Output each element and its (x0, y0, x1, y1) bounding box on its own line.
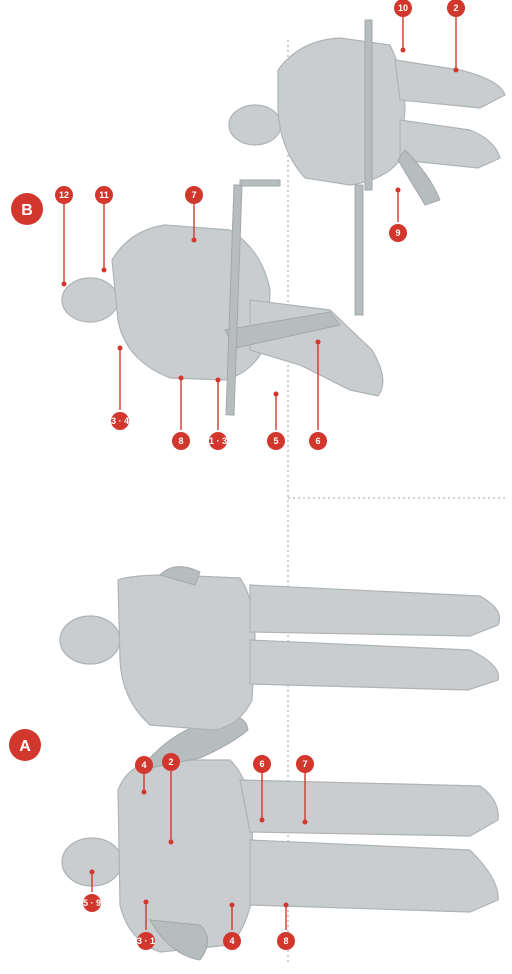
callout-label: 10 (398, 3, 408, 13)
callout-label: 8 (283, 936, 288, 946)
callout-b-9: 9 (389, 188, 407, 243)
figure-b-main (62, 180, 383, 415)
callout-label: 1 · 3 (209, 436, 227, 446)
callout-label: 2 (168, 757, 173, 767)
callout-label: 9 (395, 228, 400, 238)
figure-a-back (60, 567, 500, 730)
callout-label: 6 (259, 759, 264, 769)
callout-label: 7 (191, 190, 196, 200)
callout-b-1-3: 1 · 3 (209, 378, 227, 451)
callout-label: 5 · 9 (83, 898, 101, 908)
group-badge-a: A (9, 729, 41, 761)
callout-b-10: 10 (394, 0, 412, 53)
callout-b-5: 5 (267, 392, 285, 451)
group-badge-b: B (11, 193, 43, 225)
callout-label: 2 (453, 3, 458, 13)
callout-label: 4 (229, 936, 234, 946)
callout-label: 12 (59, 190, 69, 200)
callout-label: 8 (178, 436, 183, 446)
callout-b-3-4: 3 · 4 (111, 346, 129, 431)
figure-b-secondary (229, 20, 505, 315)
group-label-b: B (21, 202, 33, 219)
callout-b-2: 2 (447, 0, 465, 73)
callout-b-8: 8 (172, 376, 190, 451)
callout-b-11: 11 (95, 186, 113, 273)
group-label-a: A (19, 738, 31, 755)
callout-label: 4 (141, 760, 146, 770)
callout-label: 3 · 4 (111, 416, 129, 426)
callout-label: 11 (99, 190, 109, 200)
callout-label: 7 (302, 759, 307, 769)
callout-label: 3 · 1 (137, 936, 155, 946)
callout-label: 6 (315, 436, 320, 446)
callout-a-8: 8 (277, 903, 295, 951)
callout-b-12: 12 (55, 186, 73, 287)
figure-a-front (62, 717, 498, 960)
callout-label: 5 (273, 436, 278, 446)
